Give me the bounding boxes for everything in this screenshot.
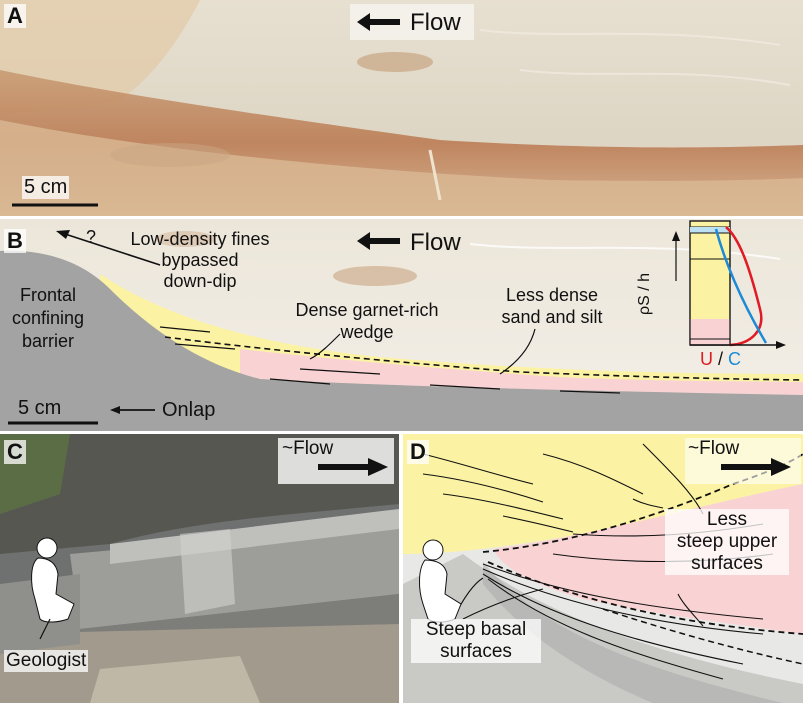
panel-letter-c: C xyxy=(4,440,26,464)
slash-label: / xyxy=(718,349,724,369)
flow-arrow-icon xyxy=(357,13,400,31)
panel-letter-d: D xyxy=(407,440,429,464)
panel-b: B Flow ? Low-density fines bypassed down… xyxy=(0,219,803,431)
scale-label-b: 5 cm xyxy=(18,397,62,419)
scale-label-a: 5 cm xyxy=(22,176,70,199)
basal-surfaces-label: Steep basal surfaces xyxy=(411,619,541,663)
flow-arrow-icon xyxy=(318,458,388,476)
onlap-label: Onlap xyxy=(162,399,216,421)
upper-surfaces-label: Less steep upper surfaces xyxy=(665,509,789,575)
flow-label-c: ~Flow xyxy=(282,438,334,459)
inset-x-label: U / C xyxy=(700,349,741,370)
flow-label-b: Flow xyxy=(410,229,461,256)
panel-letter-a: A xyxy=(4,4,26,28)
sand-label: Less dense sand and silt xyxy=(501,285,603,327)
panel-a-photo xyxy=(0,0,803,216)
flow-label-a: Flow xyxy=(410,9,461,36)
wedge-label: Dense garnet-rich wedge xyxy=(295,300,439,342)
question-mark: ? xyxy=(86,227,97,247)
flow-arrow-icon xyxy=(721,458,791,476)
panel-b-diagram xyxy=(0,219,803,431)
barrier-label: Frontal confining barrier xyxy=(11,285,85,351)
fines-label: Low-density fines bypassed down-dip xyxy=(130,229,270,291)
flow-arrow-icon xyxy=(357,232,400,250)
inset-y-label: ρS / h xyxy=(636,272,653,315)
panel-c-photo xyxy=(0,434,399,703)
geologist-silhouette xyxy=(31,537,75,623)
panel-a: A Flow 5 cm xyxy=(0,0,803,216)
geologist-label: Geologist xyxy=(4,650,89,672)
u-label: U xyxy=(700,349,713,369)
panel-c: C ~Flow Geologist xyxy=(0,434,399,703)
panel-d: D ~Flow Less steep upper surfaces Steep … xyxy=(403,434,803,703)
panel-letter-b: B xyxy=(4,229,26,253)
c-label: C xyxy=(728,349,742,369)
flow-label-d: ~Flow xyxy=(688,438,740,459)
